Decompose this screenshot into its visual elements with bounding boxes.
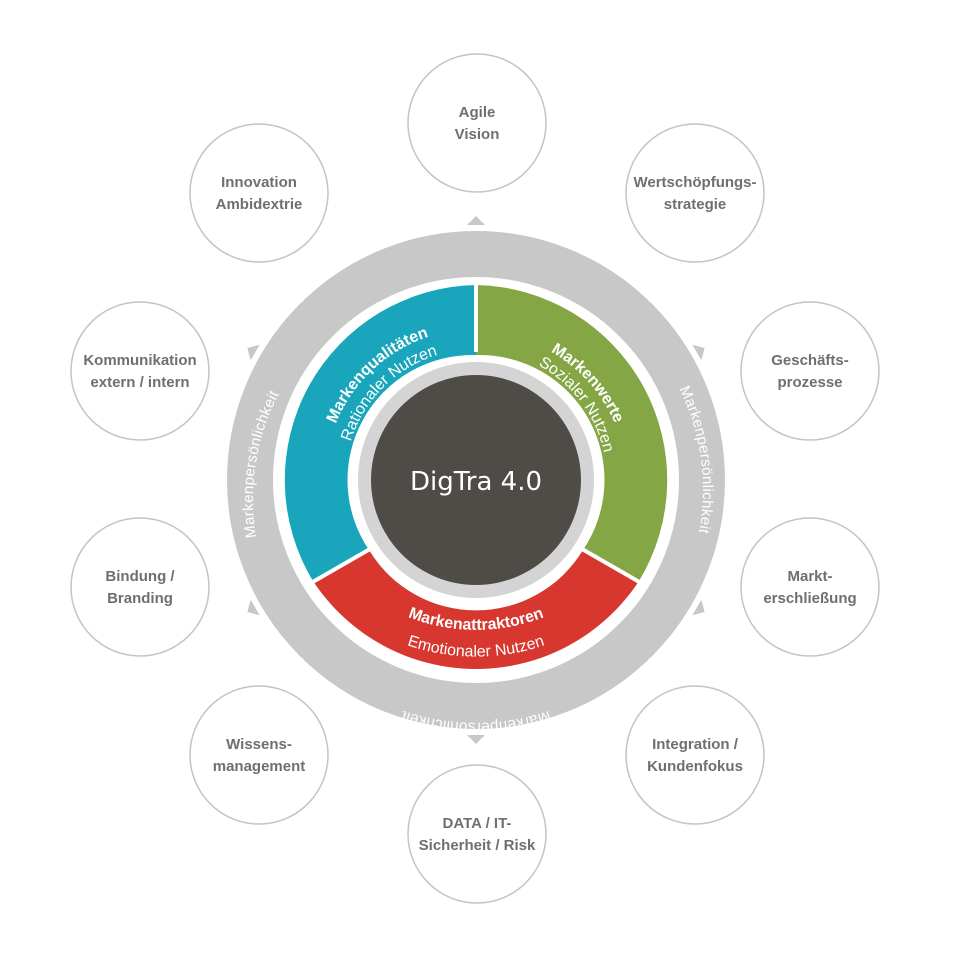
node-label-line: Vision — [455, 126, 500, 143]
node-label-line: strategie — [664, 196, 727, 213]
personality-ring — [227, 216, 725, 744]
node-circle — [189, 123, 329, 263]
ring-label-top-text: Markenpersönlichkeit — [399, 201, 552, 230]
node-circle — [189, 685, 329, 825]
node-label-line: Ambidextrie — [216, 196, 303, 213]
node-label-line: DATA / IT- — [443, 815, 512, 832]
node-markterschliessung[interactable]: Markt-erschließung — [740, 517, 880, 657]
node-integration-kundenfokus[interactable]: Integration / Kundenfokus — [625, 685, 765, 825]
node-label-line: Bindung / — [105, 568, 175, 585]
ring-arrow — [467, 735, 485, 744]
node-circle — [407, 53, 547, 193]
node-circle — [625, 685, 765, 825]
node-data-it-sicherheit-risk[interactable]: DATA / IT- Sicherheit / Risk — [407, 764, 547, 904]
node-kommunikation[interactable]: Kommunikation extern / intern — [70, 301, 210, 441]
node-label-line: Kundenfokus — [647, 758, 743, 775]
ring-band — [227, 231, 725, 729]
node-label-line: Kommunikation — [83, 352, 196, 369]
node-label-line: prozesse — [777, 374, 842, 391]
node-bindung-branding[interactable]: Bindung / Branding — [70, 517, 210, 657]
node-label-line: erschließung — [763, 590, 856, 607]
node-label-line: Geschäfts- — [771, 352, 849, 369]
center-hub[interactable] — [371, 375, 581, 585]
node-label-line: Markt- — [787, 568, 832, 585]
node-circle — [625, 123, 765, 263]
node-label-line: Sicherheit / Risk — [419, 837, 536, 854]
node-label-line: Branding — [107, 590, 173, 607]
node-circle — [740, 301, 880, 441]
node-label-line: Innovation — [221, 174, 297, 191]
node-wissensmanagement[interactable]: Wissens-management — [189, 685, 329, 825]
segment-dividers — [310, 282, 642, 585]
node-label-line: extern / intern — [90, 374, 189, 391]
node-wertschoepfungsstrategie[interactable]: Wertschöpfungs-strategie — [625, 123, 765, 263]
ring-label-top: Markenpersönlichkeit — [399, 201, 553, 230]
node-label-line: Agile — [459, 104, 496, 121]
node-label-line: management — [213, 758, 306, 775]
node-circle — [407, 764, 547, 904]
ring-arrow — [692, 344, 705, 361]
node-label-line: Wissens- — [226, 736, 292, 753]
ring-arrows — [247, 216, 705, 744]
node-geschaeftsprozesse[interactable]: Geschäfts-prozesse — [740, 301, 880, 441]
ring-arrow — [467, 216, 485, 225]
ring-arrow — [247, 599, 260, 616]
segment-markenwerte[interactable] — [476, 285, 668, 581]
orbit-nodes: AgileVisionWertschöpfungs-strategieGesch… — [70, 53, 880, 904]
node-circle — [70, 301, 210, 441]
ring-arrow — [247, 344, 260, 361]
center-label: DigTra 4.0 — [410, 467, 542, 497]
segment-markenqualitaeten[interactable] — [284, 285, 476, 581]
ring-arrow — [692, 599, 705, 616]
segment-markenattraktoren[interactable] — [313, 550, 639, 669]
node-circle — [70, 517, 210, 657]
node-label-line: Integration / — [652, 736, 739, 753]
node-label-line: Wertschöpfungs- — [633, 174, 756, 191]
node-circle — [740, 517, 880, 657]
